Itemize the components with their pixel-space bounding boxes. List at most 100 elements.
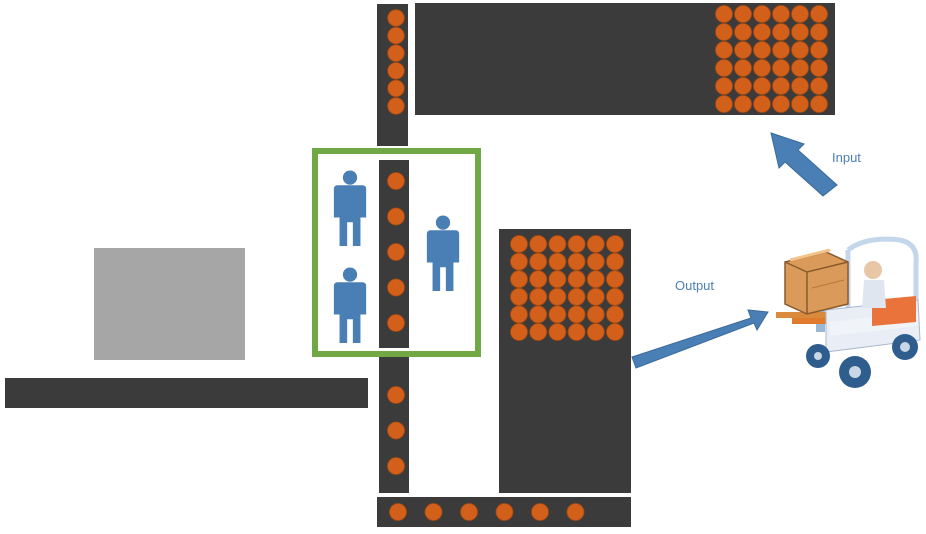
pallet-balls <box>387 5 828 521</box>
conveyor-ball <box>389 503 407 521</box>
stored-pallet-ball <box>586 323 605 341</box>
stored-pallet-ball <box>734 23 752 41</box>
stored-pallet-ball <box>586 287 605 306</box>
conveyor-ball <box>495 503 514 521</box>
stored-pallet-ball <box>567 287 586 306</box>
stored-pallet-ball <box>753 41 771 59</box>
input-label: Input <box>832 150 861 165</box>
stored-pallet-ball <box>548 305 567 324</box>
conveyor-ball <box>387 457 405 475</box>
worker-person-icon-1 <box>333 170 367 246</box>
stored-pallet-ball <box>529 287 548 306</box>
stored-pallet-ball <box>791 77 809 95</box>
stored-pallet-ball <box>810 23 828 41</box>
machine-block <box>94 248 245 360</box>
work-station-frame <box>312 148 481 357</box>
stored-pallet-ball <box>734 41 752 59</box>
left-conveyor <box>5 378 368 408</box>
stored-pallet-ball <box>791 41 809 59</box>
stored-pallet-ball <box>791 95 809 113</box>
stored-pallet-ball <box>734 77 752 95</box>
worker-person-icon-2 <box>333 267 367 343</box>
stored-pallet-ball <box>548 287 567 306</box>
stored-pallet-ball <box>510 235 528 253</box>
conveyor-ball <box>387 278 405 297</box>
conveyor-ball <box>387 243 405 261</box>
stored-pallet-ball <box>510 305 528 324</box>
stored-pallet-ball <box>715 5 733 23</box>
stored-pallet-ball <box>715 23 733 41</box>
output-label: Output <box>675 278 714 293</box>
stored-pallet-ball <box>753 23 771 41</box>
conveyor-ball <box>387 44 405 62</box>
stored-pallet-ball <box>753 59 771 77</box>
stored-pallet-ball <box>529 305 548 324</box>
stored-pallet-ball <box>810 95 828 113</box>
stored-pallet-ball <box>753 95 771 113</box>
stored-pallet-ball <box>586 252 605 271</box>
stored-pallet-ball <box>772 95 790 113</box>
top-storage-rack <box>415 3 835 115</box>
conveyor-ball <box>387 421 405 440</box>
conveyor-ball <box>387 386 405 404</box>
stored-pallet-ball <box>810 41 828 59</box>
conveyor-ball <box>566 503 585 521</box>
stored-pallet-ball <box>810 59 828 77</box>
conveyor-ball <box>460 503 478 521</box>
input-arrow <box>770 132 838 197</box>
stored-pallet-ball <box>734 59 752 77</box>
stored-pallet-ball <box>586 235 605 253</box>
conveyor-ball <box>387 79 405 98</box>
conveyor-ball <box>387 314 405 332</box>
conveyor-ball <box>387 26 405 45</box>
stored-pallet-ball <box>810 5 828 23</box>
stored-pallet-ball <box>606 235 624 253</box>
stored-pallet-ball <box>548 270 567 289</box>
stored-pallet-ball <box>791 5 809 23</box>
stored-pallet-ball <box>548 235 567 253</box>
stored-pallet-ball <box>548 323 567 341</box>
stored-pallet-ball <box>791 59 809 77</box>
stored-pallet-ball <box>772 23 790 41</box>
stored-pallet-ball <box>606 323 624 341</box>
stored-pallet-ball <box>734 95 752 113</box>
output-arrow <box>631 309 769 369</box>
worker-person-icon-3 <box>426 215 460 291</box>
stored-pallet-ball <box>567 270 586 289</box>
stored-pallet-ball <box>510 270 528 289</box>
stored-pallet-ball <box>529 270 548 289</box>
stored-pallet-ball <box>567 305 586 324</box>
stored-pallet-ball <box>772 5 790 23</box>
stored-pallet-ball <box>510 287 528 306</box>
stored-pallet-ball <box>753 77 771 95</box>
conveyor-ball <box>387 62 405 80</box>
stored-pallet-ball <box>606 305 624 324</box>
stored-pallet-ball <box>529 252 548 271</box>
forklift-icon <box>776 236 921 388</box>
stored-pallet-ball <box>567 252 586 271</box>
stored-pallet-ball <box>772 41 790 59</box>
conveyor-ball <box>387 9 405 27</box>
stored-pallet-ball <box>753 5 771 23</box>
conveyor-ball <box>387 207 405 226</box>
stored-pallet-ball <box>510 252 528 271</box>
conveyor-ball <box>424 503 443 521</box>
stored-pallet-ball <box>529 235 548 253</box>
stored-pallet-ball <box>791 23 809 41</box>
stored-pallet-ball <box>606 270 624 289</box>
stored-pallet-ball <box>734 5 752 23</box>
stored-pallet-ball <box>772 77 790 95</box>
stored-pallet-ball <box>510 323 528 341</box>
stored-pallet-ball <box>715 77 733 95</box>
stored-pallet-ball <box>772 59 790 77</box>
conveyor-ball <box>531 503 549 521</box>
stored-pallet-ball <box>548 252 567 271</box>
stored-pallet-ball <box>586 270 605 289</box>
stored-pallet-ball <box>586 305 605 324</box>
stored-pallet-ball <box>567 323 586 341</box>
stored-pallet-ball <box>715 59 733 77</box>
conveyor-ball <box>387 172 405 190</box>
stored-pallet-ball <box>715 95 733 113</box>
